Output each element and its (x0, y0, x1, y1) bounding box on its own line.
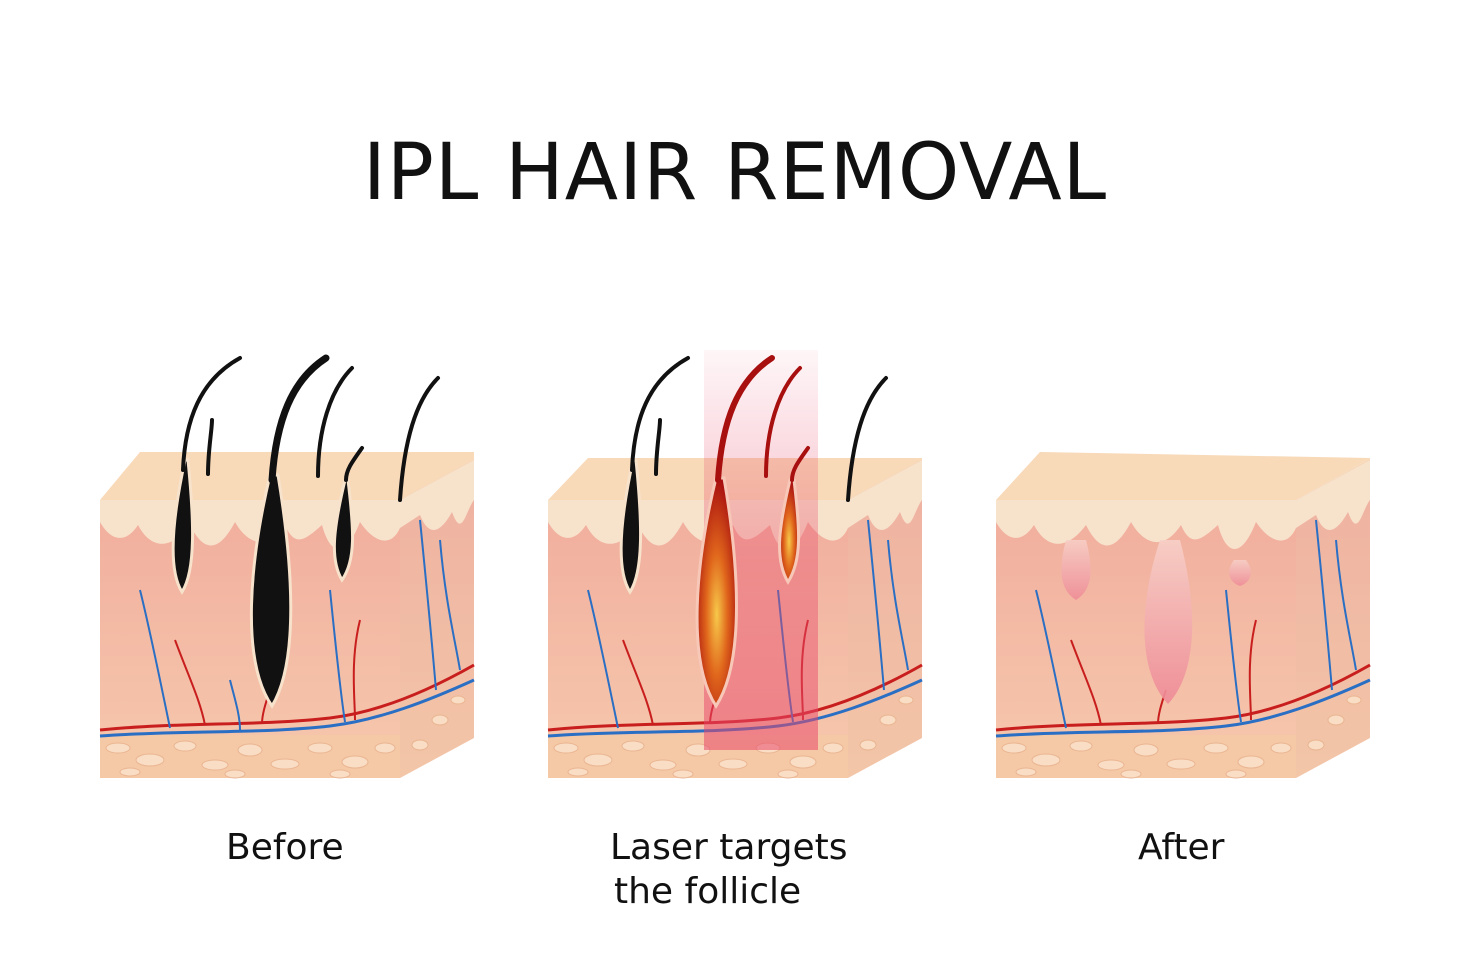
caption-laser-line-2: the follicle (614, 871, 802, 912)
hair-follicle (619, 458, 643, 595)
skin-block-before (99, 354, 475, 779)
caption-laser-line-1: Laser targets (610, 827, 848, 868)
skin-block-laser (547, 350, 923, 779)
fat-cells (553, 695, 914, 779)
artery-vessel (99, 663, 475, 732)
page-title: IPL HAIR REMOVAL (362, 128, 1108, 218)
heated-follicle (695, 476, 738, 709)
caption-after: After (1138, 827, 1225, 868)
vein-vessel (995, 678, 1371, 738)
epidermis-layer (996, 460, 1370, 550)
skin-top-face (100, 452, 474, 500)
fat-cells (1001, 695, 1362, 779)
fat-cells (105, 695, 466, 779)
capillaries (139, 519, 461, 731)
hair-shafts (630, 355, 888, 502)
skin-block-after (995, 452, 1371, 779)
artery-vessel (995, 663, 1371, 732)
faded-follicle-small (1229, 560, 1251, 586)
faded-follicle (1061, 540, 1091, 600)
skin-top-face (996, 452, 1370, 500)
hair-shafts (181, 354, 440, 502)
vein-vessel (99, 678, 475, 738)
faded-follicle-large (1144, 540, 1193, 704)
heated-follicle-small (778, 478, 801, 585)
hair-follicles (171, 458, 355, 709)
caption-before: Before (226, 827, 344, 868)
